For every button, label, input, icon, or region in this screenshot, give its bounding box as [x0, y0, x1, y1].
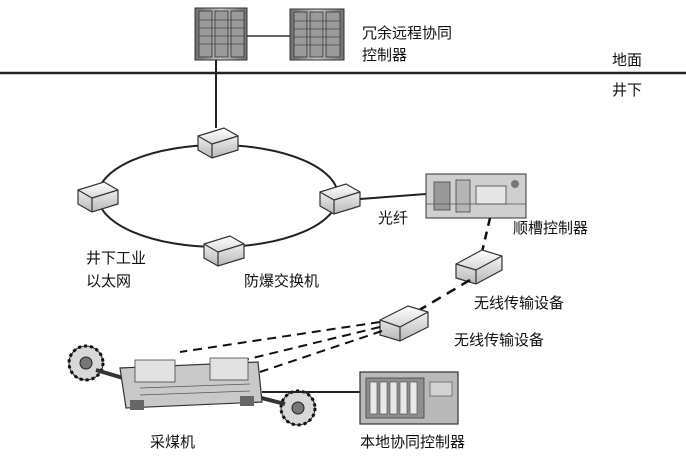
wireless-device-1: [455, 249, 503, 285]
trough-controller-device: [425, 173, 527, 219]
remote-controller-label-2: 控制器: [362, 46, 408, 64]
ethernet-label-2: 以太网: [86, 272, 132, 290]
server-rack-2: [289, 8, 345, 61]
wireless-link-1: [480, 217, 492, 253]
wireless-device-label-1: 无线传输设备: [474, 294, 565, 312]
switch-top: [197, 127, 239, 159]
wireless-link-2: [415, 278, 471, 314]
ethernet-ring: [97, 144, 339, 248]
server-rack-1: [194, 7, 248, 61]
switch-label: 防爆交换机: [244, 272, 320, 290]
fiber-line: [359, 193, 427, 200]
fiber-label: 光纤: [378, 209, 409, 227]
underground-label: 井下: [612, 81, 643, 99]
surface-label: 地面: [612, 51, 643, 69]
wireless-device-2: [379, 305, 429, 342]
switch-bottom: [203, 235, 245, 267]
wireless-device-label-2: 无线传输设备: [454, 331, 545, 349]
remote-controller-label-1: 冗余远程协同: [362, 24, 453, 42]
local-controller-device: [359, 371, 459, 425]
switch-right: [319, 183, 361, 215]
local-controller-label: 本地协同控制器: [360, 433, 466, 451]
shearer-label: 采煤机: [150, 433, 196, 451]
shearer-wireless-links: [179, 321, 383, 373]
ethernet-label-1: 井下工业: [86, 249, 147, 267]
switch-left: [77, 181, 119, 213]
trough-controller-label: 顺槽控制器: [513, 219, 589, 237]
shearer-machine: [67, 344, 317, 427]
